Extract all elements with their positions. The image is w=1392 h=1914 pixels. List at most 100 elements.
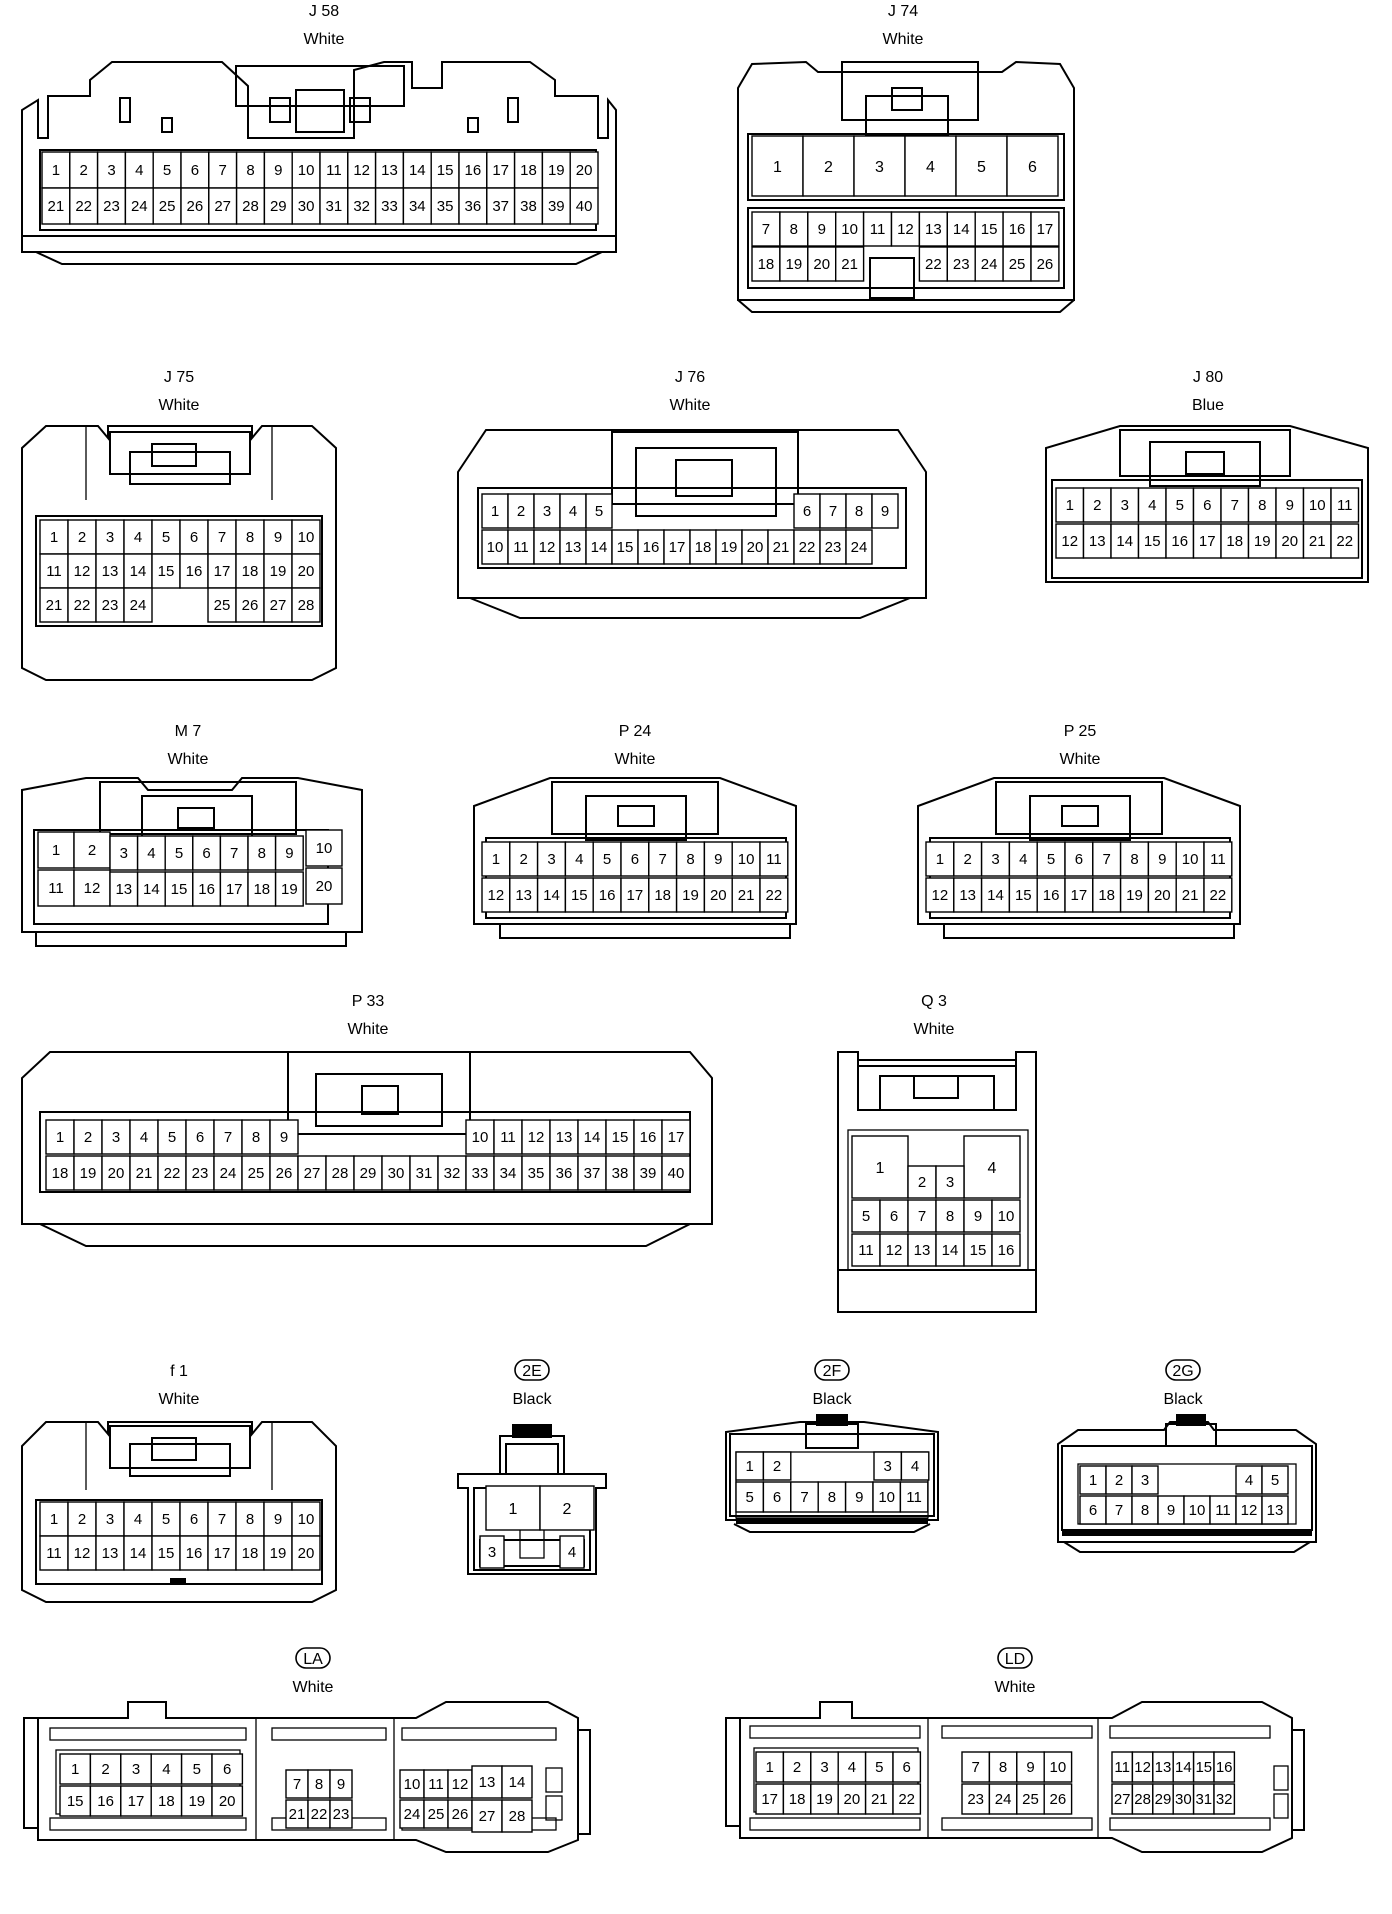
svg-text:11: 11 bbox=[906, 1489, 922, 1506]
svg-text:1: 1 bbox=[766, 1759, 774, 1776]
connector-J75-pin-11: 11 bbox=[39, 553, 69, 589]
connector-J74-pin-22: 22 bbox=[918, 246, 949, 282]
connector-J80-pin-20: 20 bbox=[1275, 523, 1305, 559]
connector-2F-outline bbox=[725, 1421, 939, 1521]
svg-text:14: 14 bbox=[953, 221, 970, 238]
connector-LD-pin-19: 19 bbox=[810, 1783, 839, 1815]
connector-J76-pin-10: 10 bbox=[481, 529, 509, 565]
connector-LD-pin-23: 23 bbox=[961, 1783, 991, 1815]
connector-J76-pin-4: 4 bbox=[559, 493, 587, 529]
svg-text:5: 5 bbox=[163, 162, 171, 179]
connector-P33-pin-4: 4 bbox=[129, 1119, 159, 1155]
connector-Q3-pin-14: 14 bbox=[935, 1233, 965, 1267]
svg-text:8: 8 bbox=[315, 1776, 323, 1793]
connector-P24-color: White bbox=[615, 751, 656, 768]
svg-text:22: 22 bbox=[164, 1165, 181, 1182]
svg-text:12: 12 bbox=[886, 1242, 903, 1259]
connector-J75-outline bbox=[21, 425, 337, 681]
connector-Q3-pin-9: 9 bbox=[963, 1199, 993, 1233]
svg-text:5: 5 bbox=[595, 503, 603, 520]
connector-f1-outline bbox=[129, 1443, 231, 1477]
svg-text:15: 15 bbox=[171, 881, 188, 898]
svg-text:4: 4 bbox=[134, 529, 142, 546]
svg-text:13: 13 bbox=[1267, 1502, 1284, 1519]
connector-J76-color: White bbox=[670, 397, 711, 414]
svg-text:3: 3 bbox=[1121, 497, 1129, 514]
connector-J75-pin-12: 12 bbox=[67, 553, 97, 589]
connector-Q3-pin-4: 4 bbox=[963, 1135, 1021, 1199]
svg-text:2: 2 bbox=[80, 162, 88, 179]
connector-J58-name: J 58 bbox=[309, 3, 339, 20]
svg-text:2: 2 bbox=[520, 851, 528, 868]
svg-text:6: 6 bbox=[773, 1489, 781, 1506]
svg-text:25: 25 bbox=[1009, 256, 1026, 273]
svg-text:8: 8 bbox=[790, 221, 798, 238]
connector-J76-pin-22: 22 bbox=[793, 529, 821, 565]
connector-P33-pin-37: 37 bbox=[577, 1155, 607, 1191]
connector-P24-pin-19: 19 bbox=[675, 877, 706, 913]
connector-P25-pin-8: 8 bbox=[1119, 841, 1150, 877]
svg-text:15: 15 bbox=[612, 1129, 629, 1146]
svg-text:19: 19 bbox=[1126, 887, 1143, 904]
svg-text:2: 2 bbox=[563, 1501, 572, 1518]
svg-text:2: 2 bbox=[824, 159, 833, 176]
connector-LA-pin-5: 5 bbox=[180, 1753, 213, 1785]
connector-J58-pin-12: 12 bbox=[347, 151, 377, 189]
svg-text:36: 36 bbox=[465, 198, 482, 215]
svg-text:8: 8 bbox=[252, 1129, 260, 1146]
svg-text:32: 32 bbox=[444, 1165, 461, 1182]
connector-P24-pin-5: 5 bbox=[592, 841, 622, 877]
svg-text:16: 16 bbox=[186, 1545, 203, 1562]
svg-text:6: 6 bbox=[1028, 159, 1037, 176]
svg-text:9: 9 bbox=[1286, 497, 1294, 514]
connector-LD-pin-15: 15 bbox=[1192, 1751, 1215, 1783]
connector-2F-pin-3: 3 bbox=[873, 1451, 903, 1481]
connector-Q3-pin-2: 2 bbox=[907, 1165, 937, 1199]
connector-J58-pin-28: 28 bbox=[235, 187, 266, 225]
svg-text:7: 7 bbox=[293, 1776, 301, 1793]
connector-f1-pin-18: 18 bbox=[235, 1535, 265, 1571]
svg-text:11: 11 bbox=[1215, 1502, 1231, 1519]
svg-text:11: 11 bbox=[48, 880, 64, 897]
svg-text:22: 22 bbox=[766, 887, 783, 904]
svg-text:10: 10 bbox=[298, 1511, 315, 1528]
svg-text:24: 24 bbox=[220, 1165, 237, 1182]
connector-J75-pin-2: 2 bbox=[67, 519, 97, 555]
connector-J75-outline bbox=[35, 515, 323, 627]
connector-P24-pin-2: 2 bbox=[509, 841, 539, 877]
connector-M7-pin-12: 12 bbox=[73, 869, 111, 907]
connector-J58-pin-9: 9 bbox=[263, 151, 293, 189]
svg-text:17: 17 bbox=[627, 887, 644, 904]
svg-text:12: 12 bbox=[897, 221, 914, 238]
connector-J74-pin-3: 3 bbox=[853, 135, 906, 197]
connector-J58-pin-3: 3 bbox=[96, 151, 127, 189]
connector-P24-outline bbox=[617, 805, 655, 827]
connector-J80-outline bbox=[1149, 441, 1261, 487]
connector-LD-name: LD bbox=[1005, 1651, 1025, 1668]
connector-2E-outline bbox=[457, 1473, 607, 1575]
connector-P24-pin-11: 11 bbox=[759, 841, 789, 877]
svg-text:9: 9 bbox=[1026, 1759, 1034, 1776]
svg-text:14: 14 bbox=[409, 162, 426, 179]
connector-Q3-outline bbox=[879, 1075, 995, 1111]
connector-J75-outline bbox=[151, 443, 197, 467]
connector-LD-pin-11: 11 bbox=[1111, 1751, 1134, 1783]
connector-LA-outline bbox=[545, 1767, 563, 1793]
connector-M7-pin-2: 2 bbox=[73, 831, 111, 869]
connector-LD-outline bbox=[1109, 1725, 1271, 1739]
connector-J75-color: White bbox=[159, 397, 200, 414]
connector-P33-outline bbox=[287, 1051, 471, 1135]
connector-LD-badge bbox=[997, 1647, 1033, 1669]
svg-text:9: 9 bbox=[337, 1776, 345, 1793]
connector-f1-outline bbox=[151, 1437, 197, 1461]
connector-Q3-outline bbox=[913, 1075, 959, 1099]
svg-text:6: 6 bbox=[631, 851, 639, 868]
connector-J74-pin-26: 26 bbox=[1030, 246, 1060, 282]
svg-text:1: 1 bbox=[746, 1458, 754, 1475]
connector-J80-pin-22: 22 bbox=[1330, 523, 1360, 559]
connector-f1-outline bbox=[21, 1421, 337, 1603]
svg-text:13: 13 bbox=[1089, 533, 1106, 550]
connector-Q3-outline bbox=[847, 1129, 1029, 1271]
connector-J80-pin-16: 16 bbox=[1165, 523, 1195, 559]
connector-2G-pin-3: 3 bbox=[1131, 1465, 1159, 1495]
